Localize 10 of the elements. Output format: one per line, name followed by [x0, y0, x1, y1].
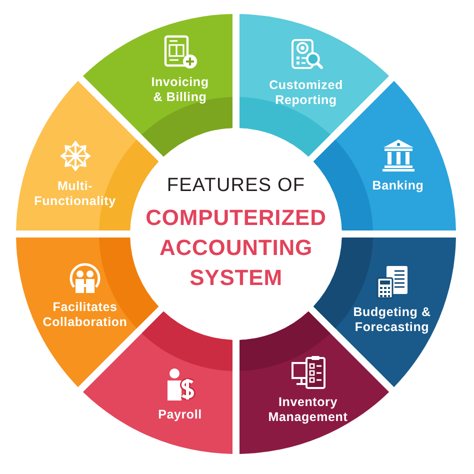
- segment-label: Facilitates Collaboration: [42, 300, 128, 330]
- segment-label: Budgeting & Forecasting: [352, 305, 432, 335]
- segment-label: Multi-Functionality: [34, 179, 116, 209]
- heading-text: FEATURES OF: [166, 175, 306, 197]
- segment-label: Customized Reporting: [268, 78, 344, 108]
- segment-label: Banking: [372, 178, 424, 194]
- segment-label: Inventory Management: [268, 395, 348, 425]
- segment-label: Payroll: [158, 408, 202, 422]
- title-text: COMPUTERIZED ACCOUNTING SYSTEM: [145, 204, 327, 292]
- segment-label: Invoicing & Billing: [150, 75, 210, 105]
